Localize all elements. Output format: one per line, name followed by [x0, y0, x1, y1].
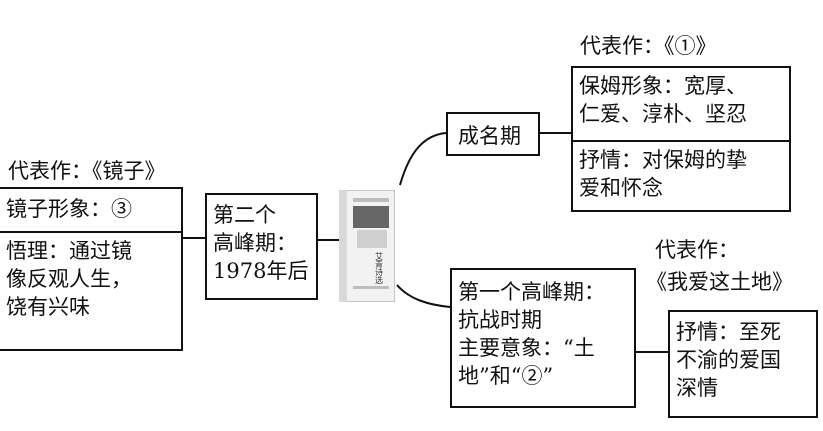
nanny-image-text: 保姆形象：宽厚、 仁爱、淳朴、坚忍	[573, 70, 789, 130]
left-rep-work-label: 代表作：《镜子》	[8, 159, 166, 183]
bottom-emotion-box: 抒情：至死 不渝的爱国 深情	[668, 310, 818, 418]
left-insight-text: 悟理：通过镜 像反观人生， 饶有兴味	[0, 235, 181, 323]
connector-book-to-chengmingqi	[399, 132, 447, 186]
bottom-rep-work-label-1: 代表作：	[655, 238, 739, 262]
first-peak-line-3: 主要意象：“土	[458, 336, 595, 360]
nanny-image-line-2: 仁爱、淳朴、坚忍	[579, 102, 747, 126]
second-peak-box: 第二个 高峰期： 1978年后	[205, 193, 318, 300]
bottom-rep-work-label-2: 《我爱这土地》	[646, 270, 793, 294]
second-peak-text: 第二个 高峰期： 1978年后	[207, 199, 316, 287]
nanny-image-line-1: 保姆形象：宽厚、	[579, 74, 747, 98]
insight-line-3: 饶有兴味	[6, 295, 90, 319]
bottom-emotion-line-2: 不渝的爱国	[676, 348, 781, 372]
first-peak-box: 第一个高峰期： 抗战时期 主要意象：“土 地”和“②”	[450, 268, 636, 408]
mirror-image-line: 镜子形象：③	[6, 197, 132, 221]
book-cover-image: 艾青诗选	[339, 190, 395, 302]
chengmingqi-node: 成名期	[446, 112, 540, 156]
second-peak-line-2: 高峰期：	[213, 231, 297, 255]
top-emotion-text: 抒情：对保姆的挚 爱和怀念	[573, 144, 789, 204]
insight-line-1: 悟理：通过镜	[6, 239, 132, 263]
left-info-box: 镜子形象：③ 悟理：通过镜 像反观人生， 饶有兴味	[0, 187, 183, 351]
first-peak-line-1: 第一个高峰期：	[458, 280, 605, 304]
bottom-emotion-line-1: 抒情：至死	[676, 320, 781, 344]
top-emotion-line-1: 抒情：对保姆的挚	[579, 148, 747, 172]
first-peak-line-2: 抗战时期	[458, 308, 542, 332]
top-right-info-box: 保姆形象：宽厚、 仁爱、淳朴、坚忍 抒情：对保姆的挚 爱和怀念	[571, 66, 791, 212]
second-peak-line-3: 1978年后	[213, 259, 309, 283]
chengmingqi-label: 成名期	[458, 124, 521, 148]
top-emotion-line-2: 爱和怀念	[579, 176, 663, 200]
top-right-divider	[573, 140, 789, 142]
book-title: 艾青诗选	[375, 252, 384, 285]
left-box-divider	[0, 231, 181, 233]
bottom-emotion-text: 抒情：至死 不渝的爱国 深情	[670, 316, 816, 404]
second-peak-line-1: 第二个	[213, 203, 276, 227]
insight-line-2: 像反观人生，	[6, 267, 132, 291]
first-peak-line-4: 地”和“②”	[458, 364, 554, 388]
bottom-emotion-line-3: 深情	[676, 376, 718, 400]
first-peak-text: 第一个高峰期： 抗战时期 主要意象：“土 地”和“②”	[452, 276, 634, 392]
connector-book-to-first-peak	[396, 284, 451, 308]
top-rep-work-label: 代表作：《①》	[580, 34, 717, 58]
